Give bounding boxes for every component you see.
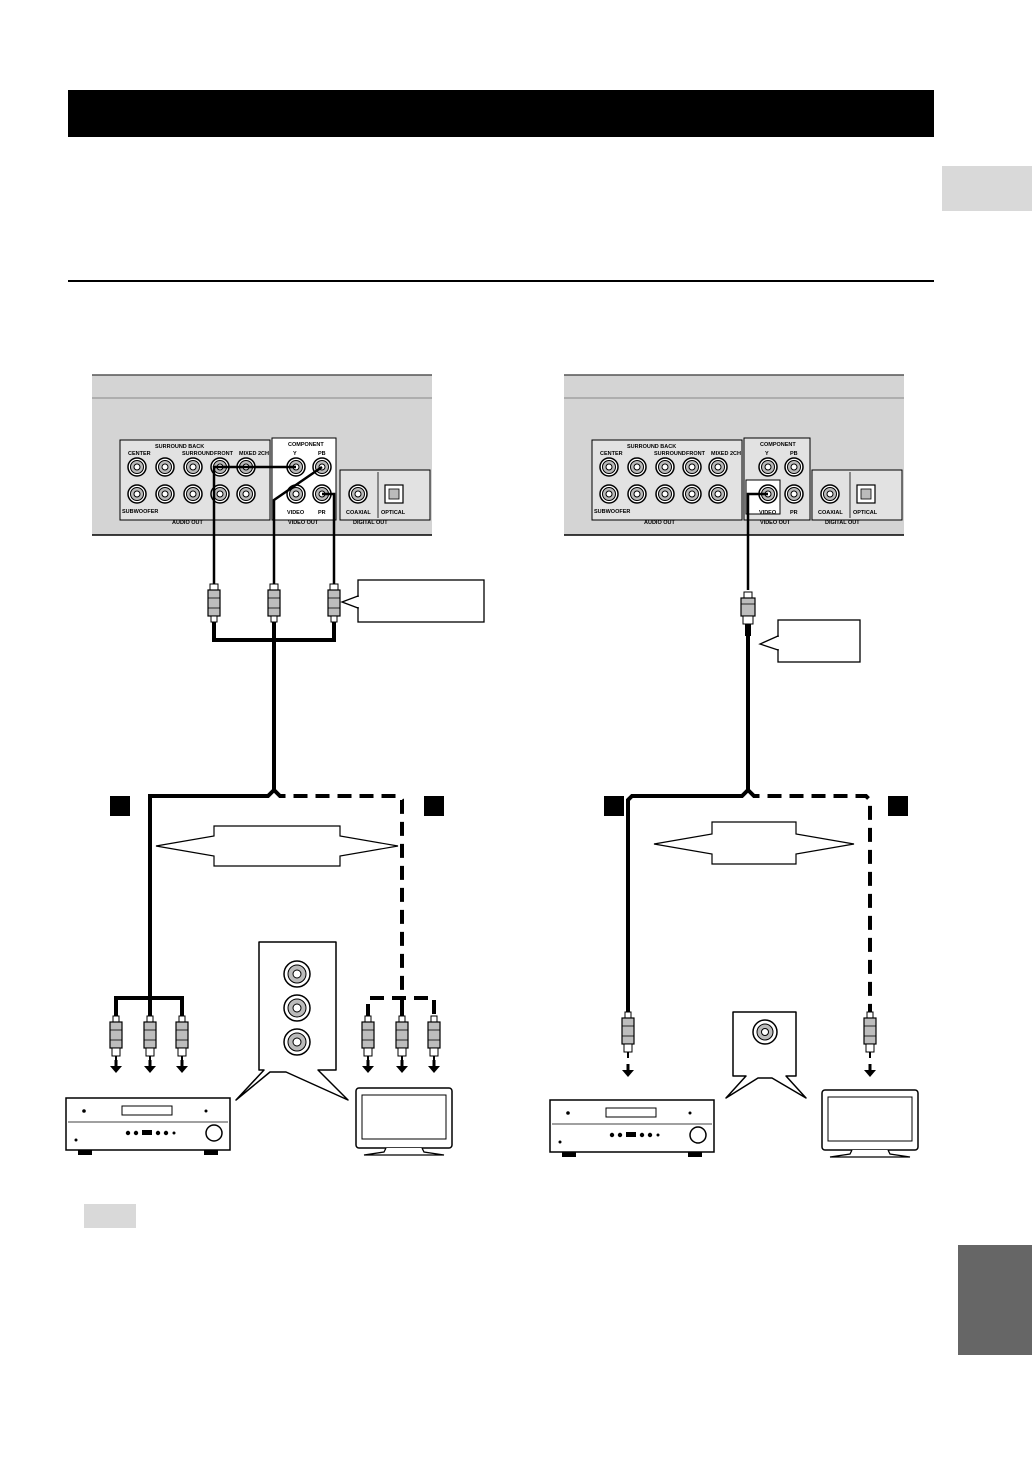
svg-text:PB: PB	[318, 451, 326, 457]
component-jack-callout	[235, 941, 349, 1101]
svg-text:COAXIAL: COAXIAL	[346, 510, 371, 516]
svg-text:OPTICAL: OPTICAL	[381, 510, 406, 516]
note-label-box	[84, 1204, 136, 1228]
svg-text:SURROUND: SURROUND	[182, 451, 214, 457]
svg-text:SUBWOOFER: SUBWOOFER	[594, 509, 630, 515]
svg-text:COMPONENT: COMPONENT	[760, 442, 796, 448]
svg-text:PR: PR	[790, 510, 798, 516]
chapter-tab-light	[942, 166, 1032, 211]
left-component-cable	[148, 465, 404, 1000]
svg-text:SURROUND BACK: SURROUND BACK	[155, 444, 204, 450]
section-title-bar	[68, 90, 934, 137]
left-or-double-arrow	[155, 825, 399, 867]
svg-text:COAXIAL: COAXIAL	[818, 510, 843, 516]
marker-a-right	[604, 796, 624, 816]
svg-text:VIDEO OUT: VIDEO OUT	[760, 520, 791, 526]
right-or-double-arrow	[653, 821, 855, 865]
subsection-rule	[68, 280, 934, 282]
video-jack-callout	[725, 1011, 807, 1099]
svg-text:DIGITAL OUT: DIGITAL OUT	[353, 520, 388, 526]
svg-text:PR: PR	[318, 510, 326, 516]
svg-text:SURROUND BACK: SURROUND BACK	[627, 444, 676, 450]
marker-b-left	[424, 796, 444, 816]
svg-text:CENTER: CENTER	[128, 451, 151, 457]
svg-text:CENTER: CENTER	[600, 451, 623, 457]
right-tv	[821, 1089, 919, 1158]
svg-text:AUDIO OUT: AUDIO OUT	[172, 520, 204, 526]
svg-text:SUBWOOFER: SUBWOOFER	[122, 509, 158, 515]
right-video-cable	[626, 492, 872, 1012]
svg-text:VIDEO: VIDEO	[759, 510, 777, 516]
left-av-receiver	[65, 1097, 231, 1156]
svg-text:DIGITAL OUT: DIGITAL OUT	[825, 520, 860, 526]
marker-b-right	[888, 796, 908, 816]
marker-a-left	[110, 796, 130, 816]
right-player-rear-panel: CENTER SURROUND BACK SURROUND FRONT MIXE…	[563, 374, 905, 536]
left-player-rear-panel: CENTER SURROUND BACK SURROUND FRONT MIXE…	[91, 374, 433, 536]
language-tab-dark	[958, 1245, 1032, 1355]
right-cable-callout	[758, 619, 861, 663]
left-cable-callout	[340, 579, 485, 623]
svg-text:Y: Y	[765, 451, 769, 457]
left-tv	[355, 1087, 453, 1156]
svg-text:SURROUND: SURROUND	[654, 451, 686, 457]
right-av-receiver	[549, 1099, 715, 1158]
svg-text:MIXED 2CH: MIXED 2CH	[711, 451, 741, 457]
svg-text:MIXED 2CH: MIXED 2CH	[239, 451, 269, 457]
svg-text:VIDEO OUT: VIDEO OUT	[288, 520, 319, 526]
svg-text:FRONT: FRONT	[686, 451, 706, 457]
svg-text:VIDEO: VIDEO	[287, 510, 305, 516]
svg-text:Y: Y	[293, 451, 297, 457]
svg-text:COMPONENT: COMPONENT	[288, 442, 324, 448]
svg-text:AUDIO OUT: AUDIO OUT	[644, 520, 676, 526]
svg-text:FRONT: FRONT	[214, 451, 234, 457]
svg-text:PB: PB	[790, 451, 798, 457]
svg-text:OPTICAL: OPTICAL	[853, 510, 878, 516]
